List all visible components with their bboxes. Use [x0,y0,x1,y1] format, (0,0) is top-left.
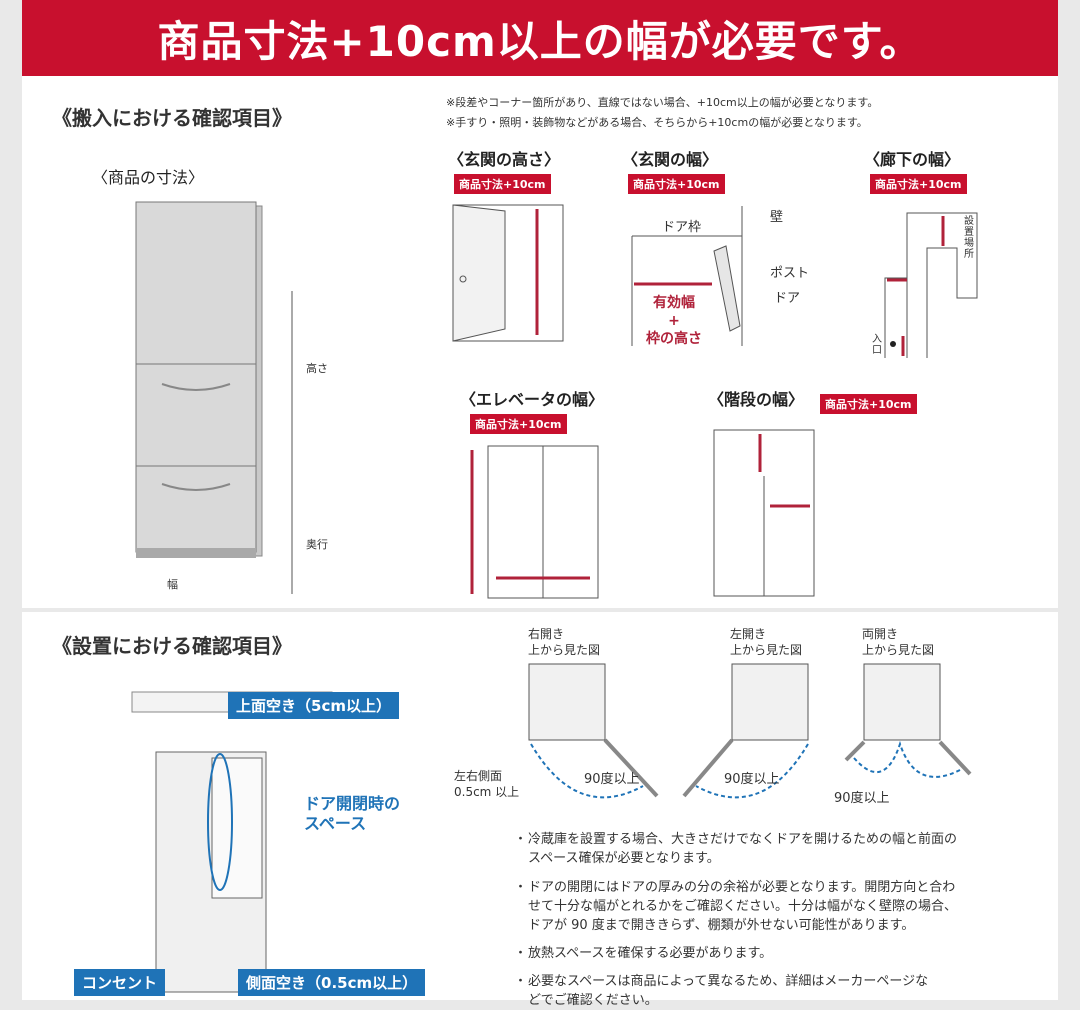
hallway-width-title: 〈廊下の幅〉 [864,150,961,169]
effective-width-line-2: + [668,313,680,329]
door-space-line-2: スペース [304,814,367,833]
double-open-diagram [844,663,972,778]
double-open-angle: 90度以上 [834,791,890,806]
right-open-angle: 90度以上 [584,772,640,787]
stairs-width-tag: 商品寸法+10cm [820,394,917,414]
delivery-note-1: ※段差やコーナー箇所があり、直線ではない場合、+10cm以上の幅が必要となります… [446,96,879,109]
install-note-1: ・ 冷蔵庫を設置する場合、大きさだけでなくドアを開けるための幅と前面の スペース… [514,830,958,868]
hallway-width-tag: 商品寸法+10cm [870,174,967,194]
left-open-caption: 左開き 上から見た図 [730,626,802,658]
install-note-2: ・ ドアの開閉にはドアの厚みの分の余裕が必要となります。開閉方向と合わ せて十分… [514,878,958,935]
double-open-line-2: 上から見た図 [862,643,935,657]
double-open-line-1: 両開き [862,627,899,641]
side-gap-line-2: 0.5cm 以上 [454,785,520,799]
entrance-width-title: 〈玄関の幅〉 [622,150,719,169]
install-note-3: ・ 放熱スペースを確保する必要があります。 [514,944,773,963]
fridge-illustration [135,201,293,594]
install-place-label: 設置場所 [964,216,974,260]
install-note-1-line-2: スペース確保が必要となります。 [528,851,720,866]
height-label: 高さ [306,362,328,375]
left-open-line-1: 左開き [730,627,767,641]
elevator-width-tag: 商品寸法+10cm [470,414,567,434]
side-gap-note: 左右側面 0.5cm 以上 [454,768,519,800]
door-space-note: ドア開閉時の スペース [304,794,400,834]
effective-width-line-3: 枠の高さ [646,331,702,347]
delivery-note-2: ※手すり・照明・装飾物などがある場合、そちらから+10cmの幅が必要となります。 [446,116,868,129]
elevator-width-title: 〈エレベータの幅〉 [460,390,605,409]
side-gap-line-1: 左右側面 [454,769,503,783]
install-note-3-line-1: 放熱スペースを確保する必要があります。 [528,946,773,961]
install-note-4-line-2: どでご確認ください。 [528,993,658,1008]
installed-fridge-illustration [131,691,333,993]
delivery-panel: 《搬入における確認項目》 ※段差やコーナー箇所があり、直線ではない場合、+10c… [22,76,1058,608]
outlet-tag: コンセント [74,969,166,996]
left-open-line-2: 上から見た図 [730,643,803,657]
header-title: 商品寸法+10cm以上の幅が必要です。 [157,16,923,66]
install-note-4: ・ 必要なスペースは商品によって異なるため、詳細はメーカーページな どでご確認く… [514,972,929,1010]
entrance-label: 入口 [872,334,882,356]
right-open-diagram [528,663,659,799]
installation-panel: 《設置における確認項目》 上面空き（5cm以上） ドア開閉時の スペース コンセ… [22,612,1058,1008]
bullet-dot: ・ [514,880,528,895]
side-clearance-tag: 側面空き（0.5cm以上） [238,969,426,996]
hallway-diagram [884,212,978,358]
header-banner: 商品寸法+10cm以上の幅が必要です。 [22,0,1058,76]
effective-width-note: 有効幅 + 枠の高さ [644,294,704,348]
entrance-height-tag: 商品寸法+10cm [454,174,551,194]
installation-title: 《設置における確認項目》 [52,634,292,658]
door-label: ドア [774,291,801,306]
bullet-dot: ・ [514,946,528,961]
install-note-2-line-2: せて十分な幅がとれるかをご確認ください。十分は幅がなく壁際の場合、 [528,899,958,914]
bullet-dot: ・ [514,832,528,847]
door-frame-label: ドア枠 [662,220,702,235]
right-open-line-1: 右開き [528,627,565,641]
bullet-dot: ・ [514,974,528,989]
install-note-2-line-1: ドアの開閉にはドアの厚みの分の余裕が必要となります。開閉方向と合わ [528,880,956,895]
door-space-line-1: ドア開閉時の [304,794,401,813]
width-label: 幅 [167,578,178,591]
delivery-title: 《搬入における確認項目》 [52,106,292,130]
left-open-diagram [682,663,809,799]
stairs-width-title: 〈階段の幅〉 [708,390,805,409]
depth-label: 奥行 [306,538,328,551]
entrance-width-tag: 商品寸法+10cm [628,174,725,194]
install-note-1-line-1: 冷蔵庫を設置する場合、大きさだけでなくドアを開けるための幅と前面の [528,832,958,847]
post-label: ポスト [770,266,810,281]
wall-label: 壁 [770,210,784,225]
entrance-height-diagram [452,204,564,342]
right-open-line-2: 上から見た図 [528,643,601,657]
top-clearance-tag: 上面空き（5cm以上） [228,692,399,719]
left-open-angle: 90度以上 [724,772,780,787]
install-note-2-line-3: ドアが 90 度まで開ききらず、棚類が外せない可能性があります。 [528,918,915,933]
product-dims-title: 〈商品の寸法〉 [92,168,205,187]
double-open-caption: 両開き 上から見た図 [862,626,934,658]
entrance-width-diagram [631,206,743,346]
effective-width-line-1: 有効幅 [653,295,695,311]
elevator-diagram [470,445,599,599]
install-note-4-line-1: 必要なスペースは商品によって異なるため、詳細はメーカーページな [528,974,929,989]
right-open-caption: 右開き 上から見た図 [528,626,600,658]
stairs-diagram [713,429,815,597]
entrance-height-title: 〈玄関の高さ〉 [448,150,561,169]
